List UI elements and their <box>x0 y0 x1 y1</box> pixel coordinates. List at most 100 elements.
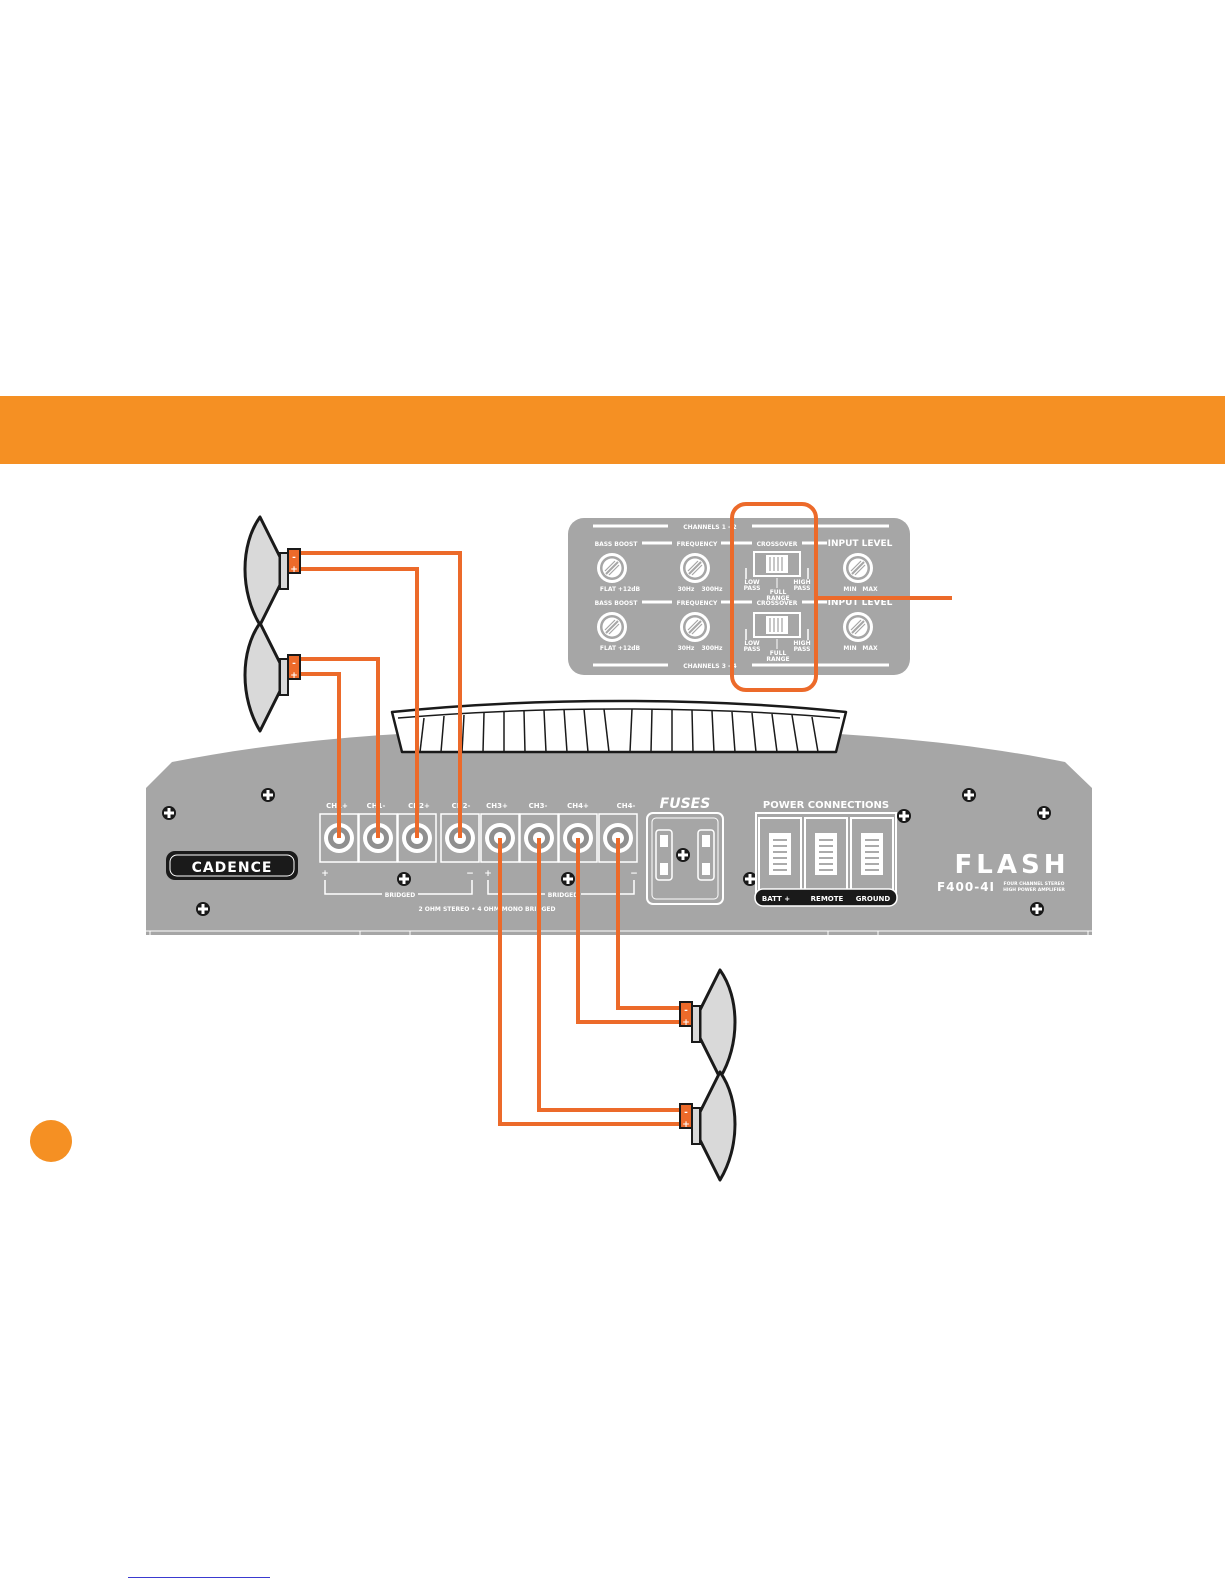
screw-icon <box>561 872 575 886</box>
cadence-logo-text: CADENCE <box>192 860 273 876</box>
crossover-switch[interactable] <box>753 551 801 577</box>
speaker-neg-label: - <box>684 1108 688 1118</box>
freq-high-label: 300Hz <box>701 586 723 593</box>
speaker-2: - + <box>243 621 302 733</box>
header-banner <box>0 396 1225 464</box>
flat-label: FLAT <box>600 586 617 593</box>
freq-low-label-2: 30Hz <box>678 645 695 652</box>
wire-spk4-pos <box>498 838 680 1126</box>
speaker-neg-label: - <box>684 1006 688 1016</box>
speaker-1: - + <box>243 515 302 627</box>
full-range-label-4: RANGE <box>766 656 789 663</box>
bridge-minus-label-2: − <box>630 869 638 879</box>
screw-icon <box>962 788 976 802</box>
cadence-logo <box>166 851 298 880</box>
screw-icon <box>397 872 411 886</box>
ch3-plus-label: CH3+ <box>486 802 508 810</box>
power-connections-label: POWER CONNECTIONS <box>763 800 889 811</box>
input-level-knob-2[interactable] <box>842 611 874 643</box>
bridged-label: BRIDGED <box>385 892 415 899</box>
freq-low-label: 30Hz <box>678 586 695 593</box>
screw-icon <box>162 806 176 820</box>
flash-logo: FLASH <box>955 850 1070 880</box>
speaker-3: - + <box>678 968 737 1080</box>
max-label: MAX <box>862 586 878 593</box>
speaker-pos-label: + <box>682 1120 690 1130</box>
screw-icon <box>1037 806 1051 820</box>
wire-spk3-pos <box>576 838 680 1024</box>
high-pass-label-3: HIGH <box>793 640 810 647</box>
wire-spk1-pos <box>300 567 419 838</box>
wire-spk2-pos <box>300 672 341 838</box>
speaker-pos-label: + <box>682 1018 690 1028</box>
impedance-note: 2 OHM STEREO • 4 OHM MONO BRIDGED <box>419 906 556 913</box>
speaker-neg-label: - <box>292 659 296 669</box>
screw-icon <box>261 788 275 802</box>
screw-icon <box>676 848 690 862</box>
ch4-minus-label: CH4- <box>617 802 636 810</box>
speaker-4: - + <box>678 1070 737 1182</box>
control-panel: CHANNELS 1 - 2 CHANNELS 3 - 4 BASS BOOST… <box>568 518 910 675</box>
crossover-label-2: CROSSOVER <box>757 600 798 607</box>
min-label-2: MIN <box>843 645 856 652</box>
low-pass-label: LOW <box>744 579 760 586</box>
footer-link-underline[interactable] <box>128 1577 270 1578</box>
screw-icon <box>1030 902 1044 916</box>
speaker-pos-label: + <box>290 671 298 681</box>
frequency-knob-2[interactable] <box>679 611 711 643</box>
boost-db-label: +12dB <box>618 586 641 593</box>
channels-1-2-label: CHANNELS 1 - 2 <box>683 524 736 531</box>
batt-plus-label: BATT + <box>762 895 790 903</box>
bass-boost-knob-2[interactable] <box>596 611 628 643</box>
ch2-plus-label: CH2+ <box>408 802 430 810</box>
ground-label: GROUND <box>856 895 891 903</box>
boost-db-label-2: +12dB <box>618 645 641 652</box>
input-level-label: INPUT LEVEL <box>828 539 893 549</box>
bridge-minus-label: − <box>466 869 474 879</box>
high-pass-label-2: PASS <box>794 585 811 592</box>
full-range-label-3: FULL <box>770 650 787 657</box>
bass-boost-knob[interactable] <box>596 552 628 584</box>
fuse-holder <box>646 812 724 905</box>
wire-spk1-neg <box>300 551 462 838</box>
screw-icon <box>897 809 911 823</box>
frequency-label-2: FREQUENCY <box>677 600 718 607</box>
crossover-label: CROSSOVER <box>757 541 798 548</box>
model-desc-2: HIGH POWER AMPLIFIER <box>1003 887 1065 893</box>
wire-spk4-neg <box>537 838 680 1112</box>
bass-boost-label: BASS BOOST <box>595 541 639 548</box>
low-pass-label-4: PASS <box>744 646 761 653</box>
full-range-label: FULL <box>770 589 787 596</box>
input-level-label-2: INPUT LEVEL <box>828 598 893 608</box>
channels-3-4-label: CHANNELS 3 - 4 <box>683 663 736 670</box>
wire-spk3-neg <box>616 838 680 1010</box>
remote-label: REMOTE <box>811 895 844 903</box>
min-label: MIN <box>843 586 856 593</box>
speaker-pos-label: + <box>290 565 298 575</box>
frequency-knob[interactable] <box>679 552 711 584</box>
flat-label-2: FLAT <box>600 645 617 652</box>
screw-icon <box>196 902 210 916</box>
high-pass-label: HIGH <box>793 579 810 586</box>
freq-high-label-2: 300Hz <box>701 645 723 652</box>
low-pass-label-3: LOW <box>744 640 760 647</box>
low-pass-label-2: PASS <box>744 585 761 592</box>
input-level-knob[interactable] <box>842 552 874 584</box>
bass-boost-label-2: BASS BOOST <box>595 600 639 607</box>
screw-icon <box>743 872 757 886</box>
crossover-switch-2[interactable] <box>753 612 801 638</box>
max-label-2: MAX <box>862 645 878 652</box>
bridge-plus-label-2: + <box>484 869 492 879</box>
speaker-wires <box>300 551 680 1126</box>
high-pass-label-4: PASS <box>794 646 811 653</box>
model-desc-1: FOUR CHANNEL STEREO <box>1004 881 1065 887</box>
ch4-plus-label: CH4+ <box>567 802 589 810</box>
page-marker-dot <box>30 1120 72 1162</box>
fuses-label: FUSES <box>660 796 711 812</box>
bridge-plus-label: + <box>321 869 329 879</box>
model-label: F400-4I <box>937 880 995 894</box>
frequency-label: FREQUENCY <box>677 541 718 548</box>
wire-spk2-neg <box>300 657 380 838</box>
bridged-label-2: BRIDGED <box>548 892 578 899</box>
